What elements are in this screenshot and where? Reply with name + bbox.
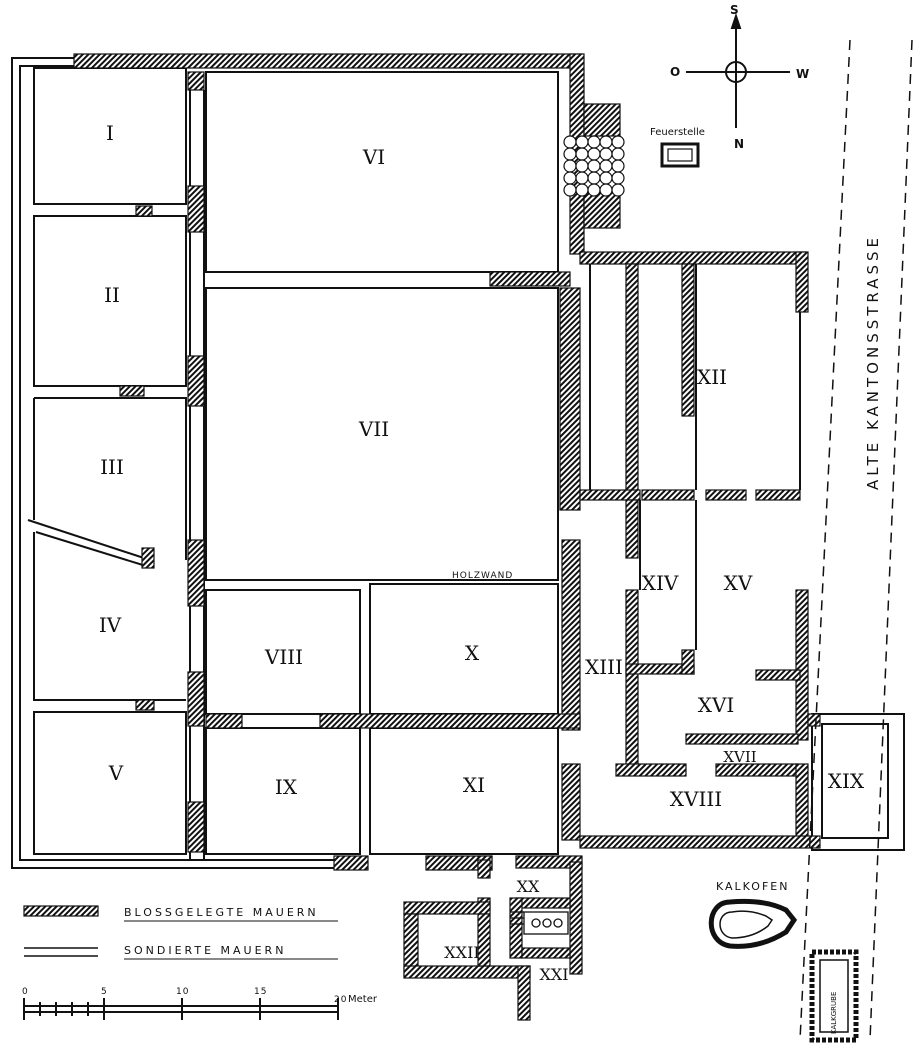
kalkofen-kiln	[708, 898, 798, 949]
xxi-features	[510, 911, 569, 935]
scale-tick-0: 0	[22, 987, 29, 997]
room-label-iv: IV	[99, 613, 122, 637]
room-label-v: V	[108, 761, 124, 785]
old-road	[799, 39, 913, 1041]
room-label-vii: VII	[358, 417, 389, 441]
compass-south: S	[730, 3, 739, 17]
room-label-viii: VIII	[264, 645, 303, 669]
compass-rose	[686, 12, 790, 128]
room-label-xi: XI	[463, 773, 485, 797]
feuerstelle-label: Feuerstelle	[650, 127, 705, 138]
feuerstelle-hearth	[660, 142, 700, 168]
scale-tick-15: 15	[254, 987, 267, 997]
room-label-xvi: XVI	[698, 693, 735, 717]
room-label-vi: VI	[362, 145, 385, 169]
room-labels: I II III IV V VI VII VIII IX X XI XII XI…	[99, 121, 865, 984]
compass-north: N	[734, 137, 744, 151]
kalkgrube-pit	[809, 949, 859, 1043]
scale-unit: Meter	[348, 994, 378, 1005]
room-label-ii: II	[104, 283, 120, 307]
scale-tick-10: 10	[176, 987, 189, 997]
room-label-xxi: XXI	[539, 965, 568, 984]
compass-east: O	[670, 65, 680, 79]
compass-west: W	[796, 67, 809, 81]
room-label-x: X	[465, 641, 480, 665]
scale-bar	[23, 998, 339, 1020]
room-label-i: I	[106, 121, 114, 145]
room-label-xvii: XVII	[723, 748, 756, 766]
room-label-xviii: XVIII	[670, 787, 722, 811]
room-label-iii: III	[100, 455, 124, 479]
legend-probed-swatch	[24, 947, 98, 957]
room-label-xiii: XIII	[585, 655, 623, 679]
scale-tick-5: 5	[101, 987, 108, 997]
legend-exposed-label: BLOSSGELEGTE MAUERN	[124, 906, 319, 919]
holzwand-label: HOLZWAND	[452, 571, 513, 581]
road-label: ALTE KANTONSSTRASSE	[864, 234, 882, 490]
room-label-xii: XII	[697, 365, 727, 389]
room-label-xv: XV	[724, 571, 753, 595]
room-label-xx: XX	[517, 877, 540, 896]
room-label-xxii: XXII	[444, 943, 479, 962]
scale-tick-20: 20	[334, 995, 347, 1005]
kalkgrube-label: KALKGRUBE	[830, 992, 838, 1034]
kalkofen-label: KALKOFEN	[716, 880, 789, 893]
firebox-stones	[563, 135, 625, 197]
probed-walls	[11, 57, 905, 869]
room-label-xiv: XIV	[642, 571, 679, 595]
room-label-xix: XIX	[828, 769, 865, 793]
room-label-ix: IX	[275, 775, 298, 799]
exposed-walls	[23, 53, 821, 1021]
legend-probed-label: SONDIERTE MAUERN	[124, 944, 286, 957]
